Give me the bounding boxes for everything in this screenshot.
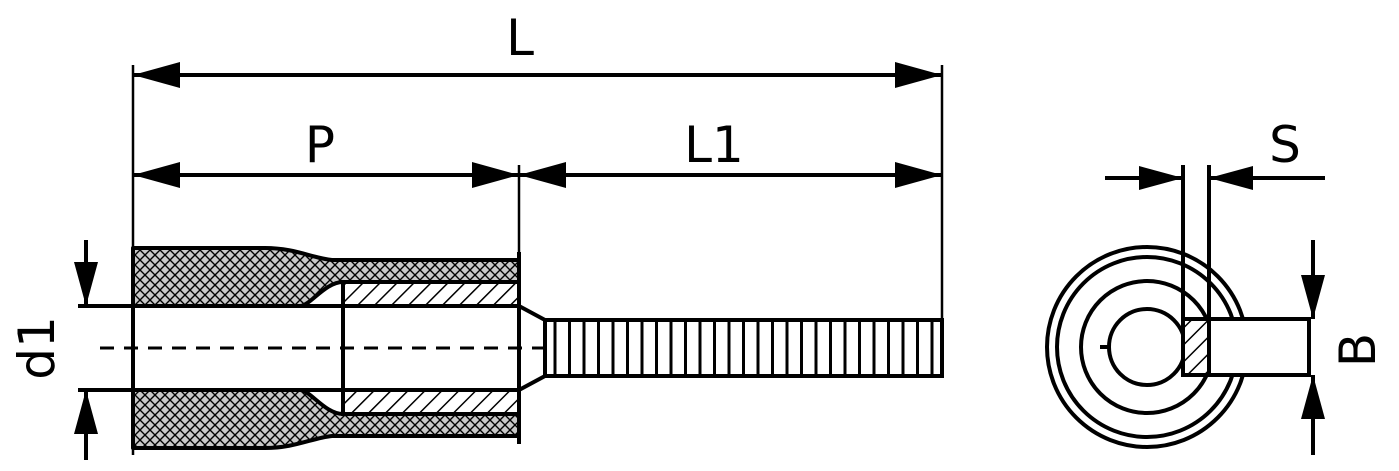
label-L: L (506, 9, 534, 67)
taper (518, 304, 546, 392)
end-view: S B (1045, 116, 1387, 455)
arrow-head (472, 162, 519, 188)
arrow-head (133, 162, 180, 188)
metal-wall-top (341, 280, 521, 308)
arrow-head (133, 62, 180, 88)
arrow-head (519, 162, 566, 188)
arrow-head (1139, 166, 1183, 190)
arrow-head (74, 390, 98, 434)
label-d1: d1 (8, 316, 66, 380)
dimension-L: L (133, 9, 942, 88)
dimension-d1: d1 (8, 240, 98, 460)
dimension-L1: L1 (519, 116, 942, 188)
label-L1: L1 (684, 116, 744, 174)
arrow-head (1301, 275, 1325, 319)
blade (543, 318, 944, 378)
arrow-head (1301, 375, 1325, 419)
label-P: P (305, 116, 335, 174)
dimension-P: P (133, 116, 519, 188)
metal-wall-bottom (341, 388, 521, 416)
arrow-head (1209, 166, 1253, 190)
arrow-head (895, 62, 942, 88)
dimension-B: B (1301, 240, 1387, 455)
arrow-head (895, 162, 942, 188)
blade-section (1181, 317, 1211, 377)
bore-circle (1107, 307, 1187, 387)
dimension-S: S (1105, 116, 1325, 190)
blade-section-right (1207, 317, 1311, 377)
side-view: L P L1 (8, 9, 944, 460)
arrow-head (74, 262, 98, 306)
label-S: S (1269, 116, 1301, 174)
label-B: B (1329, 333, 1387, 367)
